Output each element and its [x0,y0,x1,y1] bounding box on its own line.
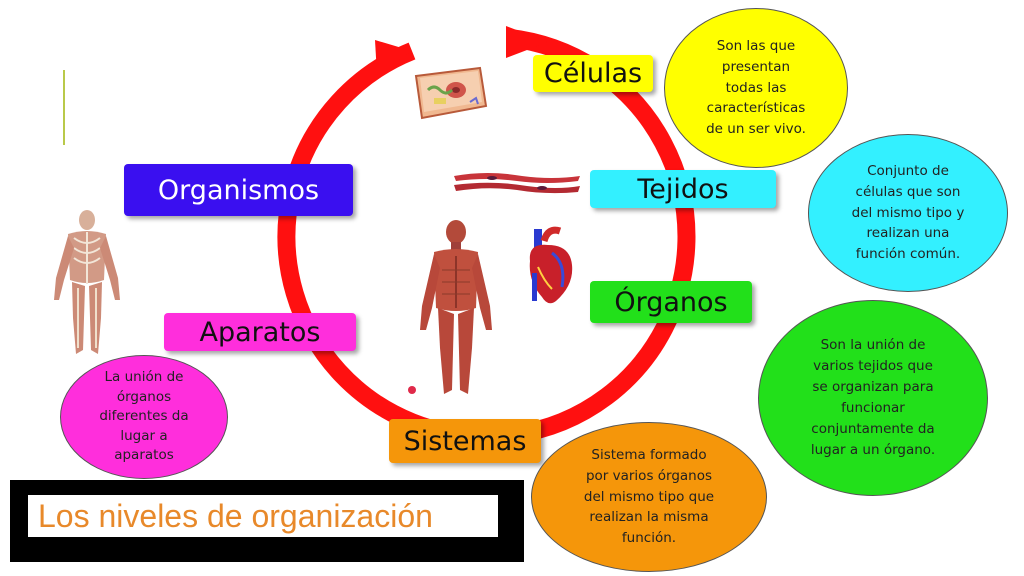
definition-line: se organizan para [812,379,934,396]
definition-line: Conjunto de [867,162,949,179]
definition-organos: Son la unión de varios tejidos que se or… [758,300,988,496]
definition-line: por varios órganos [585,467,713,484]
level-celulas: Células [533,55,653,92]
title-box: Los niveles de organización [26,493,500,539]
definition-celulas: Son las que presentan todas las caracter… [664,8,848,168]
definition-line: del mismo tipo y [851,204,965,221]
muscle-tissue-icon [454,173,580,194]
definition-line: diferentes da [99,408,189,425]
definition-line: órganos [116,388,172,405]
small-marker [408,386,416,394]
level-organismos: Organismos [124,164,353,216]
definition-line: todas las [725,79,787,96]
title-frame: Los niveles de organización [10,480,524,562]
level-aparatos: Aparatos [164,313,356,351]
definition-line: presentan [721,58,791,75]
level-aparatos-label: Aparatos [199,316,321,348]
definition-line: función. [621,530,677,547]
definition-aparatos: La unión de órganos diferentes da lugar … [60,355,228,479]
definition-line: función común. [855,246,961,263]
definition-line: Son la unión de [820,337,926,354]
definition-tejidos: Conjunto de células que son del mismo ti… [808,134,1008,292]
definition-line: del mismo tipo que [583,488,715,505]
level-tejidos-label: Tejidos [637,173,729,205]
definition-line: lugar a [120,427,168,444]
definition-line: aparatos [114,447,174,464]
definition-line: células que son [855,183,961,200]
definition-line: funcionar [841,400,905,416]
definition-sistemas: Sistema formado por varios órganos del m… [531,422,767,572]
level-organos-label: Órganos [614,286,728,318]
definition-line: La unión de [104,369,184,386]
definition-line: realizan una [866,225,950,242]
level-sistemas: Sistemas [389,419,541,463]
heart-icon [529,226,573,304]
level-organismos-label: Organismos [157,174,320,206]
definition-line: conjuntamente da [811,420,935,437]
human-muscular-system-icon [420,220,492,394]
human-skeleton-icon [54,210,120,354]
page-title: Los niveles de organización [38,497,433,534]
definition-line: características [706,100,806,117]
cell-icon [414,66,488,120]
definition-line: lugar a un órgano. [810,441,936,458]
level-tejidos: Tejidos [590,170,776,208]
level-celulas-label: Células [543,58,643,89]
definition-line: realizan la misma [589,509,709,526]
level-organos: Órganos [590,281,752,323]
definition-line: varios tejidos que [813,358,933,375]
definition-line: Son las que [716,37,796,54]
level-sistemas-label: Sistemas [403,425,527,457]
definition-line: de un ser vivo. [706,121,806,138]
decorative-line [63,70,65,145]
definition-line: Sistema formado [591,446,707,463]
